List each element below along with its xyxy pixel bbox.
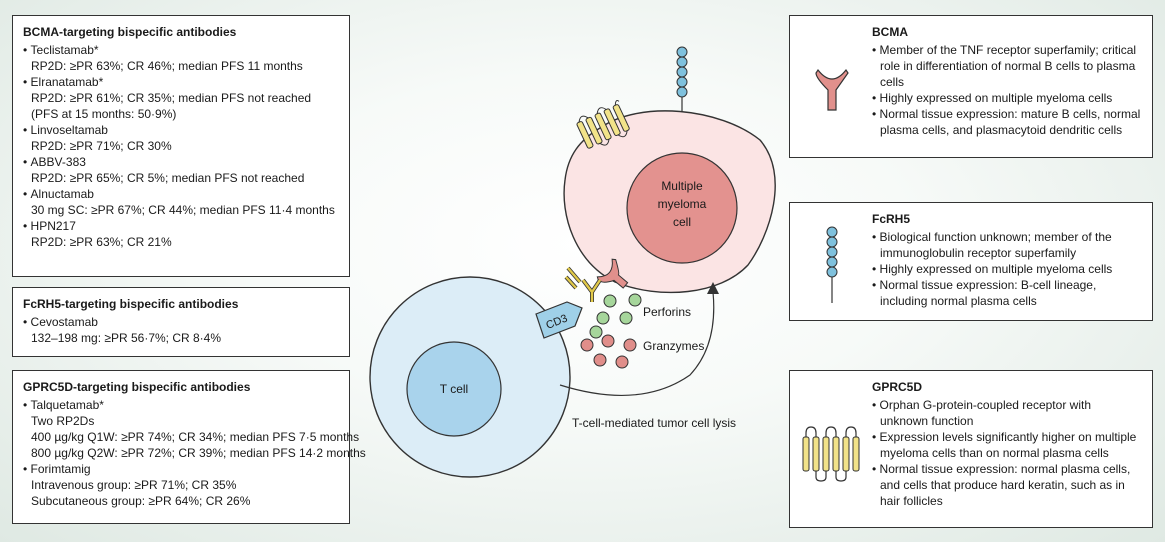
cd3-receptor [535,301,583,339]
bcma-info-item: Highly expressed on multiple myeloma cel… [872,90,1142,106]
bcma-antibody-line: RP2D: ≥PR 63%; CR 21% [31,235,172,249]
gprc5d-info-title: GPRC5D [872,380,923,394]
fcrh5-info-list: Biological function unknown; member of t… [872,229,1142,309]
gprc5d-info-list: Orphan G-protein-coupled receptor with u… [872,397,1142,509]
fcrh5-antibody-line: 132–198 mg: ≥PR 56·7%; CR 8·4% [31,331,222,345]
bcma-antibodies-title: BCMA-targeting bispecific antibodies [23,25,237,39]
myeloma-nucleus [626,152,738,264]
fcrh5-receptor-icon [826,226,838,303]
gprc5d-antibody-line: Forimtamig [23,461,339,477]
gprc5d-antibody-line: 800 µg/kg Q2W: ≥PR 72%; CR 39%; median P… [31,446,366,460]
perforins-label: Perforins [643,305,691,319]
perforins [589,293,642,339]
fcrh5-info-box: FcRH5 Biological function unknown; membe… [789,202,1153,321]
fcrh5-antibodies-title: FcRH5-targeting bispecific antibodies [23,297,239,311]
fcrh5-info-item: Biological function unknown; member of t… [872,229,1142,261]
gprc5d-info-item: Orphan G-protein-coupled receptor with u… [872,397,1142,429]
fcrh5-receptor-on-cell [676,46,688,112]
gprc5d-antibody-line: 400 µg/kg Q1W: ≥PR 74%; CR 34%; median P… [31,430,360,444]
bcma-info-item: Normal tissue expression: mature B cells… [872,106,1142,138]
t-cell-nucleus [406,341,502,437]
gprc5d-info-box: GPRC5D Orphan G-protein-coupled receptor… [789,370,1153,528]
fcrh5-info-title: FcRH5 [872,212,911,226]
gprc5d-antibody-line: Intravenous group: ≥PR 71%; CR 35% [31,478,237,492]
bcma-antibodies-list: Teclistamab*RP2D: ≥PR 63%; CR 46%; media… [23,42,339,250]
myeloma-label-line2: myeloma [658,197,707,211]
bcma-antibody-line: RP2D: ≥PR 71%; CR 30% [31,139,172,153]
bispecific-antibody [564,266,602,302]
fcrh5-antibody-line: Cevostamab [23,314,339,330]
fcrh5-antibodies-box: FcRH5-targeting bispecific antibodies Ce… [12,287,350,357]
gprc5d-antibodies-box: GPRC5D-targeting bispecific antibodies T… [12,370,366,524]
bcma-info-box: BCMA Member of the TNF receptor superfam… [789,15,1153,158]
gprc5d-antibodies-list: Talquetamab*Two RP2Ds 400 µg/kg Q1W: ≥PR … [23,397,366,509]
gprc5d-antibody-line: Subcutaneous group: ≥PR 64%; CR 26% [31,494,251,508]
gprc5d-antibody-line: Talquetamab* [23,397,339,413]
bcma-antibody-line: ABBV-383 [23,154,339,170]
bcma-antibody-line: HPN217 [23,218,339,234]
gprc5d-info-item: Expression levels significantly higher o… [872,429,1142,461]
bcma-receptor-icon [815,68,849,111]
bcma-antibody-line: Linvoseltamab [23,122,339,138]
bcma-receptor-on-cell [596,258,629,289]
gprc5d-antibodies-title: GPRC5D-targeting bispecific antibodies [23,380,251,394]
bcma-antibodies-box: BCMA-targeting bispecific antibodies Tec… [12,15,350,277]
bcma-info-title: BCMA [872,25,908,39]
lysis-arrowhead [707,282,719,294]
fcrh5-info-item: Highly expressed on multiple myeloma cel… [872,261,1142,277]
bcma-info-item: Member of the TNF receptor superfamily; … [872,42,1142,90]
t-cell-label: T cell [440,382,468,396]
granzymes [580,334,637,369]
bcma-antibody-line: 30 mg SC: ≥PR 67%; CR 44%; median PFS 11… [31,203,335,217]
gprc5d-receptor-icon [802,426,860,482]
granzymes-label: Granzymes [643,339,704,353]
bcma-antibody-line: RP2D: ≥PR 65%; CR 5%; median PFS not rea… [31,171,305,185]
bcma-antibody-line: RP2D: ≥PR 63%; CR 46%; median PFS 11 mon… [31,59,303,73]
bcma-info-list: Member of the TNF receptor superfamily; … [872,42,1142,138]
bcma-antibody-line: (PFS at 15 months: 50·9%) [31,107,177,121]
lysis-arrow [559,291,715,397]
bcma-antibody-line: RP2D: ≥PR 61%; CR 35%; median PFS not re… [31,91,312,105]
bcma-antibody-line: Alnuctamab [23,186,339,202]
gprc5d-receptor-on-cell [576,100,630,149]
lysis-label: T-cell-mediated tumor cell lysis [572,416,736,430]
myeloma-label-line1: Multiple [661,179,703,193]
bcma-antibody-line: Elranatamab* [23,74,339,90]
bcma-antibody-line: Teclistamab* [23,42,339,58]
myeloma-label-line3: cell [673,215,691,229]
gprc5d-antibody-line: Two RP2Ds [31,414,95,428]
gprc5d-info-item: Normal tissue expression: normal plasma … [872,461,1142,509]
fcrh5-info-item: Normal tissue expression: B-cell lineage… [872,277,1142,309]
